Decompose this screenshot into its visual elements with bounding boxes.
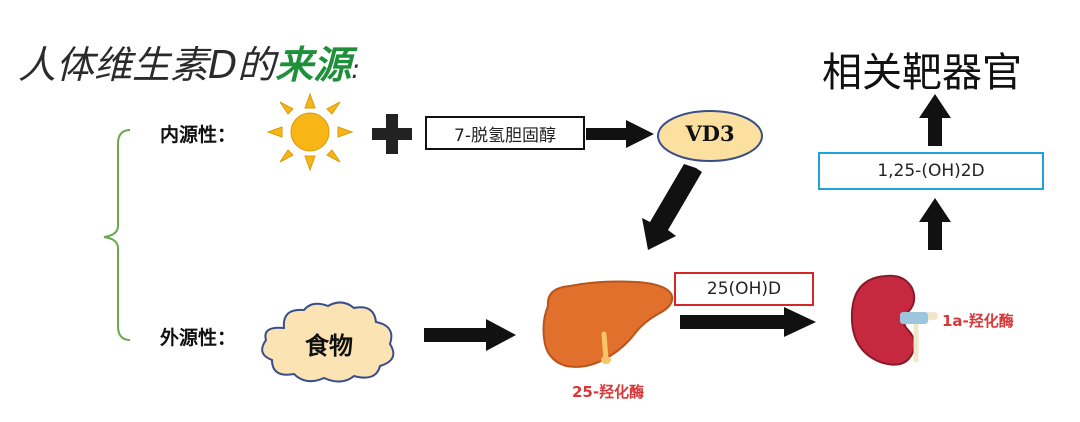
title-main: 人体维生素D的 (18, 43, 276, 87)
title-highlight: 来源 (275, 43, 352, 87)
branch-bracket (103, 129, 131, 341)
kidney-icon (850, 274, 938, 366)
page-title: 人体维生素D的来源: (18, 34, 360, 89)
sun-icon (266, 92, 354, 172)
liver-metabolite-label: 25(OH)D (706, 279, 782, 299)
exogenous-label: 外源性： (160, 327, 237, 349)
plus-icon (372, 114, 412, 154)
active-form-label: 1,25-(OH)2D (877, 161, 985, 181)
arrow-right-icon (680, 307, 816, 337)
target-organs-title: 相关靶器官 (822, 50, 1022, 96)
endogenous-label: 内源性： (160, 124, 237, 146)
food-label: 食物 (305, 331, 353, 360)
active-form-box: 1,25-(OH)2D (818, 152, 1044, 190)
precursor-label: 7-脱氢胆固醇 (454, 125, 556, 146)
arrow-up-icon (919, 198, 951, 250)
liver-icon (542, 280, 674, 368)
liver-metabolite-box: 25(OH)D (674, 272, 814, 306)
arrow-down-left-icon (642, 164, 702, 250)
liver-enzyme-label: 25-羟化酶 (572, 383, 645, 401)
arrow-up-icon (919, 94, 951, 146)
precursor-box: 7-脱氢胆固醇 (425, 116, 585, 150)
arrow-right-icon (586, 120, 654, 148)
food-cloud-icon (261, 301, 395, 383)
vd3-ellipse (657, 110, 763, 162)
vd3-label: VD3 (685, 121, 735, 146)
kidney-enzyme-label: 1a-羟化酶 (942, 312, 1014, 330)
title-colon: : (351, 55, 361, 85)
arrow-right-icon (424, 319, 516, 351)
